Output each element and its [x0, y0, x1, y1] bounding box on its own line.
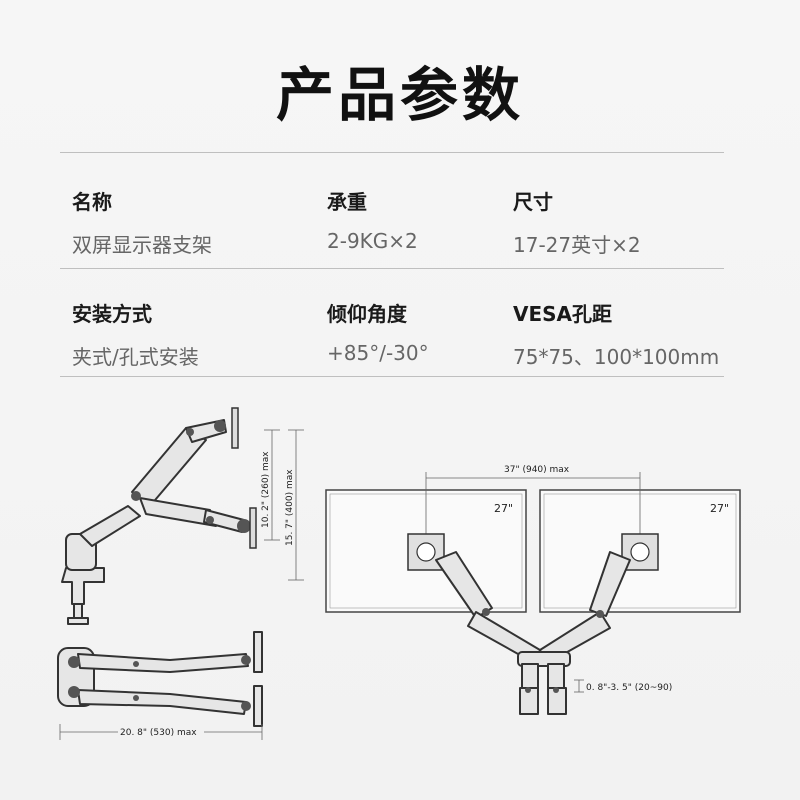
spec-label: 安装方式 [72, 302, 152, 326]
divider-top [60, 152, 724, 153]
screen-size-right: 27" [710, 502, 729, 515]
top-width: 20. 8" (530) max [120, 728, 197, 738]
divider-middle [60, 268, 724, 269]
spec-label: 承重 [327, 190, 367, 214]
side-height-tall: 15. 7" (400) max [285, 469, 295, 546]
spec-vesa: VESA孔距 75*75、100*100mm [513, 298, 719, 370]
spec-value: 2-9KG×2 [327, 229, 418, 253]
screen-size-left: 27" [494, 502, 513, 515]
spec-label: VESA孔距 [513, 302, 613, 326]
spec-name: 名称 双屏显示器支架 [72, 186, 212, 258]
spec-label: 尺寸 [513, 190, 553, 214]
spec-size: 尺寸 17-27英寸×2 [513, 186, 641, 258]
page-title: 产品参数 [275, 61, 524, 129]
spec-value: 17-27英寸×2 [513, 233, 641, 257]
spec-value: 75*75、100*100mm [513, 345, 720, 369]
spec-value: +85°/-30° [327, 341, 429, 365]
spec-load: 承重 2-9KG×2 [327, 186, 418, 253]
clamp-range: 0. 8"-3. 5" (20~90) [586, 683, 672, 693]
spec-mount: 安装方式 夹式/孔式安装 [72, 298, 199, 370]
divider-bottom [60, 376, 724, 377]
spec-value: 夹式/孔式安装 [72, 345, 199, 369]
spec-tilt: 倾仰角度 +85°/-30° [327, 298, 429, 365]
front-span: 37" (940) max [504, 465, 570, 475]
spec-label: 倾仰角度 [327, 302, 407, 326]
spec-label: 名称 [72, 190, 112, 214]
side-height-short: 10. 2" (260) max [261, 451, 271, 528]
spec-value: 双屏显示器支架 [72, 233, 212, 257]
